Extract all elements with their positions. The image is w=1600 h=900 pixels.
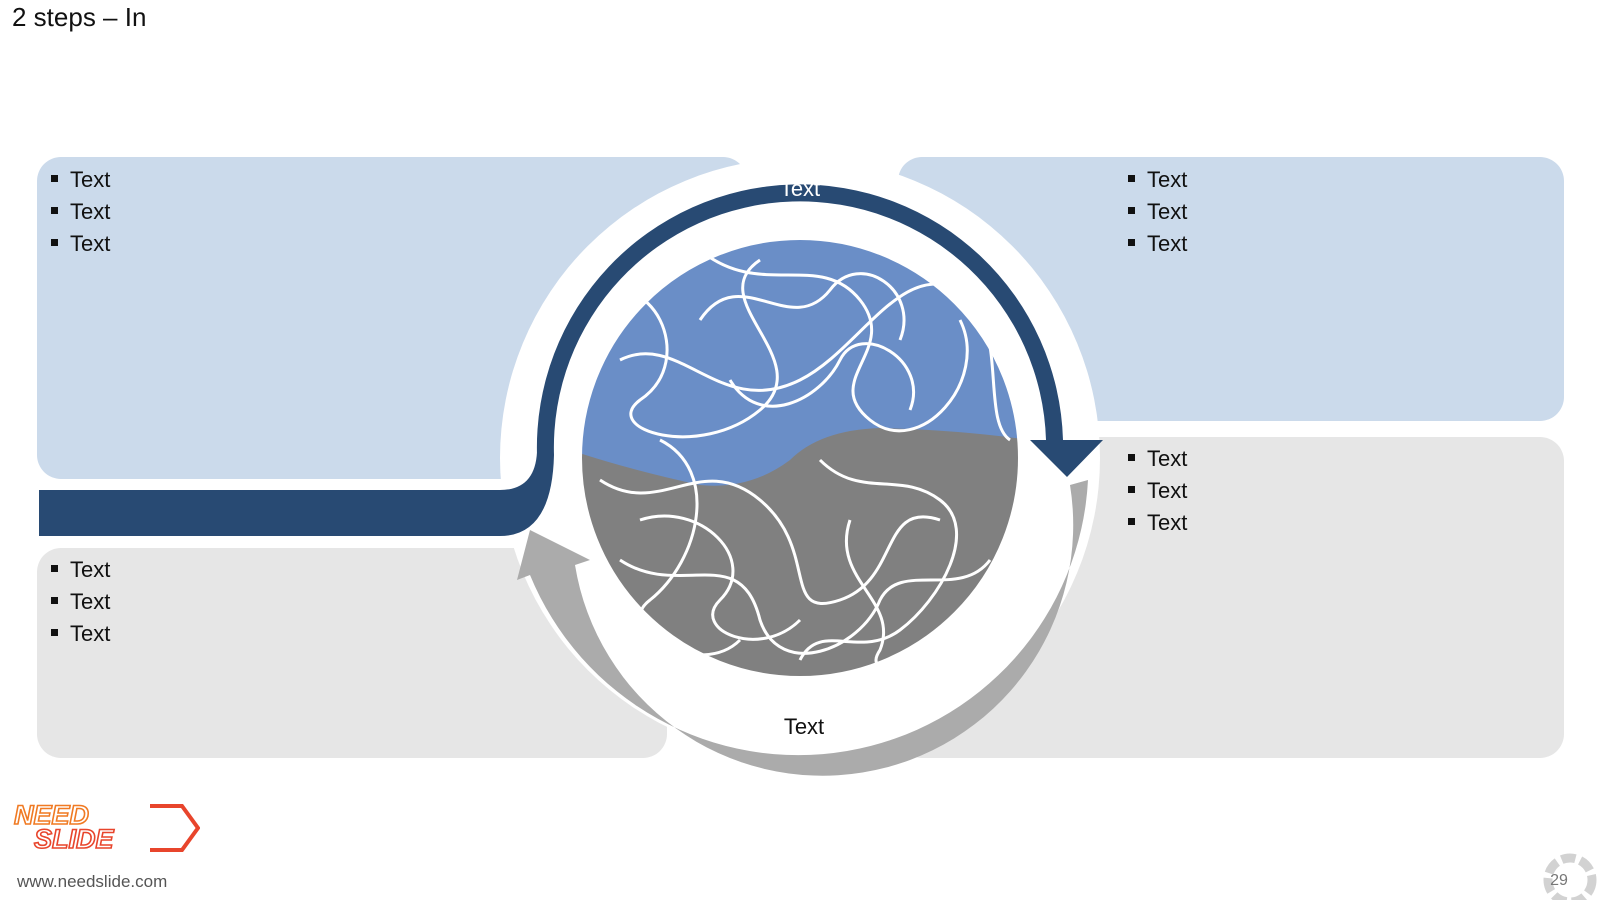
bullet-square-icon bbox=[51, 628, 58, 636]
bullet-item: Text bbox=[1128, 228, 1187, 260]
bullet-square-icon bbox=[1128, 517, 1135, 525]
arrow-top-label: Text bbox=[780, 176, 820, 201]
bullet-square-icon bbox=[51, 238, 58, 246]
logo-line2: SLIDE bbox=[34, 824, 115, 854]
bullet-square-icon bbox=[51, 174, 58, 182]
bullet-item: Text bbox=[51, 618, 110, 650]
scribble-lines bbox=[589, 248, 1011, 670]
bullet-square-icon bbox=[51, 564, 58, 572]
bullet-item: Text bbox=[1128, 443, 1187, 475]
bullet-square-icon bbox=[1128, 174, 1135, 182]
top-right-bullet-list: Text Text Text bbox=[1128, 164, 1187, 260]
page-number: 29 bbox=[1550, 872, 1568, 889]
bullet-item: Text bbox=[51, 228, 110, 260]
ball-outline bbox=[578, 236, 1022, 680]
ball-blue-half bbox=[580, 238, 1020, 486]
bullet-square-icon bbox=[1128, 238, 1135, 246]
website-url: www.needslide.com bbox=[17, 872, 168, 891]
arrow-bottom-label: Text bbox=[784, 714, 824, 739]
bullet-item: Text bbox=[51, 586, 110, 618]
top-left-bullet-list: Text Text Text bbox=[51, 164, 110, 260]
bullet-square-icon bbox=[51, 206, 58, 214]
bullet-item: Text bbox=[1128, 164, 1187, 196]
bullet-square-icon bbox=[1128, 206, 1135, 214]
bullet-item: Text bbox=[1128, 475, 1187, 507]
bullet-square-icon bbox=[1128, 485, 1135, 493]
refresh-cycle-icon bbox=[1543, 853, 1597, 900]
logo-arrow-icon bbox=[150, 804, 200, 852]
bullet-item: Text bbox=[1128, 196, 1187, 228]
bullet-item: Text bbox=[51, 164, 110, 196]
bullet-item: Text bbox=[51, 554, 110, 586]
bullet-square-icon bbox=[1128, 453, 1135, 461]
dark-blue-arrow bbox=[39, 184, 1103, 537]
slide-title: 2 steps – In bbox=[12, 2, 147, 32]
bullet-item: Text bbox=[51, 196, 110, 228]
logo-line1: NEED bbox=[14, 800, 89, 830]
needslide-logo: NEED SLIDE bbox=[13, 800, 200, 855]
bullet-square-icon bbox=[51, 596, 58, 604]
bullet-item: Text bbox=[1128, 507, 1187, 539]
bottom-right-bullet-list: Text Text Text bbox=[1128, 443, 1187, 539]
bottom-left-bullet-list: Text Text Text bbox=[51, 554, 110, 650]
